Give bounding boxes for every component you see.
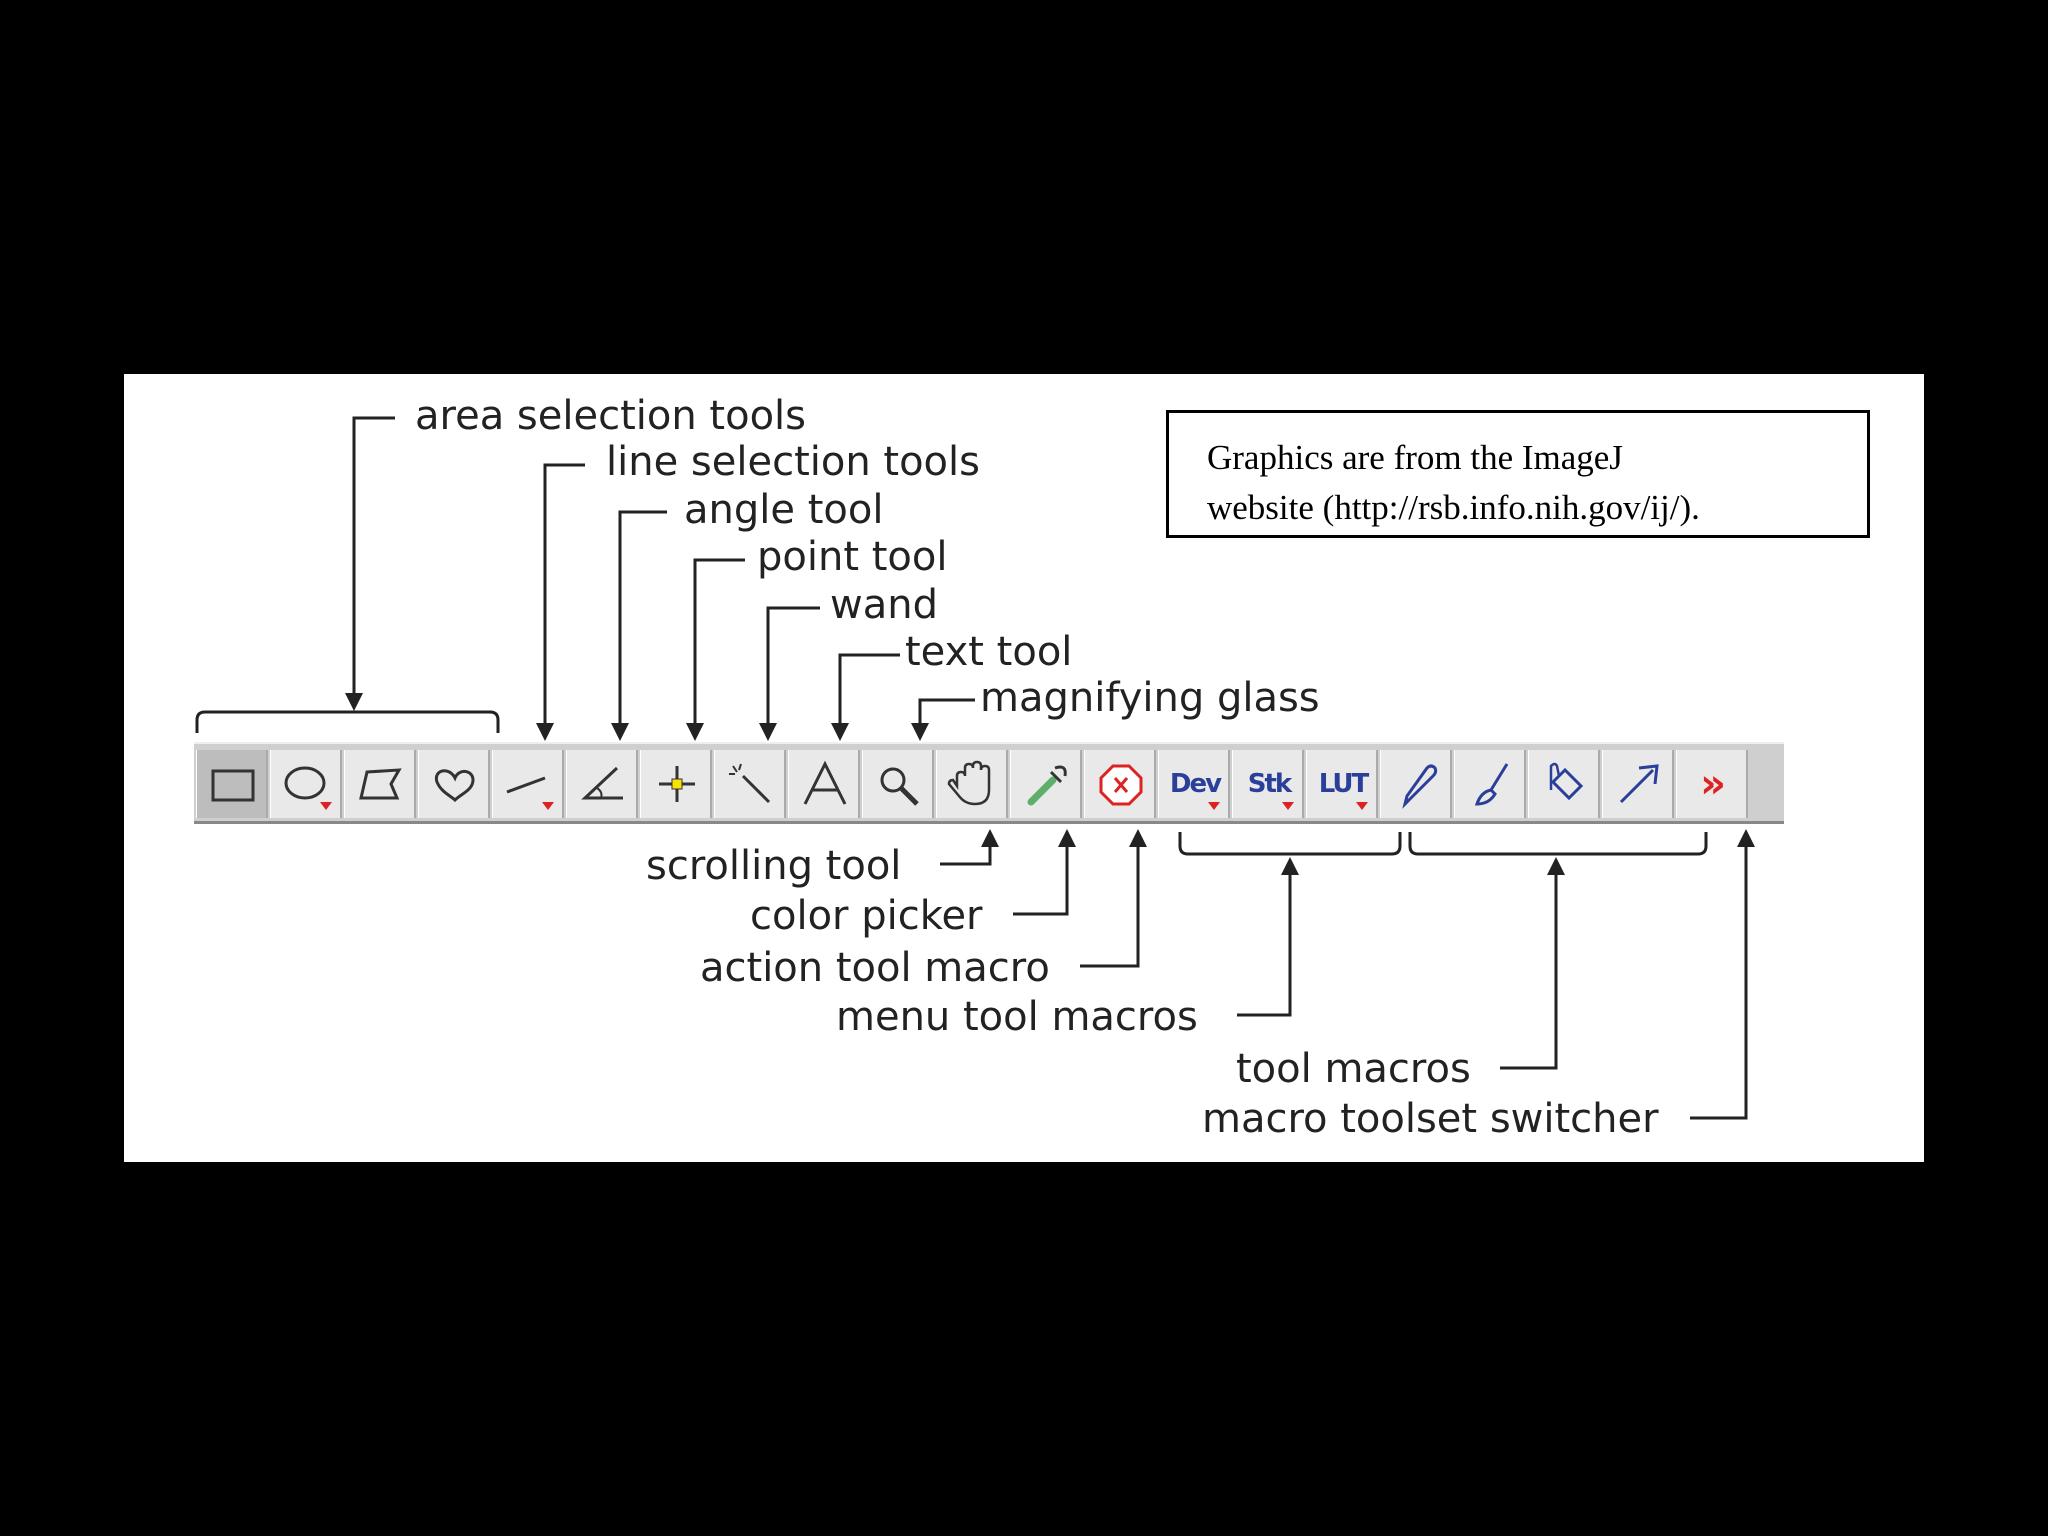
magnifier-icon (880, 767, 919, 806)
label-text-tool: text tool (905, 629, 1073, 675)
label-color-picker: color picker (750, 893, 983, 939)
line-tool-button[interactable] (492, 750, 564, 818)
label-menu-tool-macros: menu tool macros (836, 994, 1198, 1040)
dropdown-indicator-icon (1356, 802, 1368, 810)
arrow-icon (1619, 764, 1659, 804)
dev-icon: Dev (1169, 769, 1222, 799)
lut-menu-macro-button[interactable]: LUT (1306, 750, 1378, 818)
dropdown-indicator-icon (1282, 802, 1294, 810)
pencil-icon (1402, 764, 1438, 809)
text-icon (803, 760, 847, 805)
hand-icon (947, 760, 991, 806)
pencil-macro-button[interactable] (1380, 750, 1452, 818)
toolset-switcher-button[interactable]: » (1676, 750, 1748, 818)
color-picker-tool-button[interactable] (1010, 750, 1082, 818)
flood-fill-macro-button[interactable] (1528, 750, 1600, 818)
text-tool-button[interactable] (788, 750, 860, 818)
brush-icon (1474, 763, 1509, 806)
switcher-icon: » (1700, 761, 1726, 807)
oval-tool-button[interactable] (270, 750, 342, 818)
color-picker-icon (1027, 765, 1067, 806)
rectangle-icon (211, 769, 255, 802)
angle-icon (581, 766, 623, 800)
polygon-icon (359, 768, 402, 800)
magnifier-tool-button[interactable] (862, 750, 934, 818)
wand-tool-button[interactable] (714, 750, 786, 818)
rectangle-tool-button[interactable] (196, 750, 268, 818)
line-icon (506, 776, 546, 794)
imagej-toolbar: Dev Stk LUT » (194, 742, 1784, 824)
point-tool-button[interactable] (640, 750, 712, 818)
action-macro-button[interactable] (1084, 750, 1156, 818)
stk-icon: Stk (1247, 769, 1292, 799)
flood-fill-icon (1549, 762, 1584, 801)
label-scrolling-tool: scrolling tool (646, 843, 902, 889)
wand-icon (729, 763, 771, 804)
action-macro-icon (1099, 764, 1143, 806)
brush-macro-button[interactable] (1454, 750, 1526, 818)
label-action-tool-macro: action tool macro (700, 945, 1050, 991)
dropdown-indicator-icon (542, 802, 554, 810)
angle-tool-button[interactable] (566, 750, 638, 818)
label-point-tool: point tool (757, 534, 948, 580)
freehand-icon (434, 769, 475, 803)
source-note-line-1: Graphics are from the ImageJ (1207, 438, 1623, 477)
label-tool-macros: tool macros (1236, 1046, 1471, 1092)
point-icon (659, 766, 695, 802)
label-angle-tool: angle tool (684, 487, 884, 533)
freehand-tool-button[interactable] (418, 750, 490, 818)
stk-menu-macro-button[interactable]: Stk (1232, 750, 1304, 818)
label-macro-toolset-switcher: macro toolset switcher (1202, 1096, 1659, 1142)
source-note: Graphics are from the ImageJ website (ht… (1166, 410, 1870, 538)
arrow-macro-button[interactable] (1602, 750, 1674, 818)
dev-menu-macro-button[interactable]: Dev (1158, 750, 1230, 818)
label-line-selection-tools: line selection tools (606, 439, 980, 485)
polygon-tool-button[interactable] (344, 750, 416, 818)
label-area-selection-tools: area selection tools (415, 393, 806, 439)
hand-tool-button[interactable] (936, 750, 1008, 818)
label-wand: wand (830, 582, 938, 628)
lut-icon: LUT (1318, 769, 1370, 799)
label-magnifying-glass: magnifying glass (980, 675, 1320, 721)
source-note-line-2: website (http://rsb.info.nih.gov/ij/). (1207, 488, 1700, 527)
dropdown-indicator-icon (1208, 802, 1220, 810)
oval-icon (284, 766, 326, 800)
dropdown-indicator-icon (320, 802, 332, 810)
